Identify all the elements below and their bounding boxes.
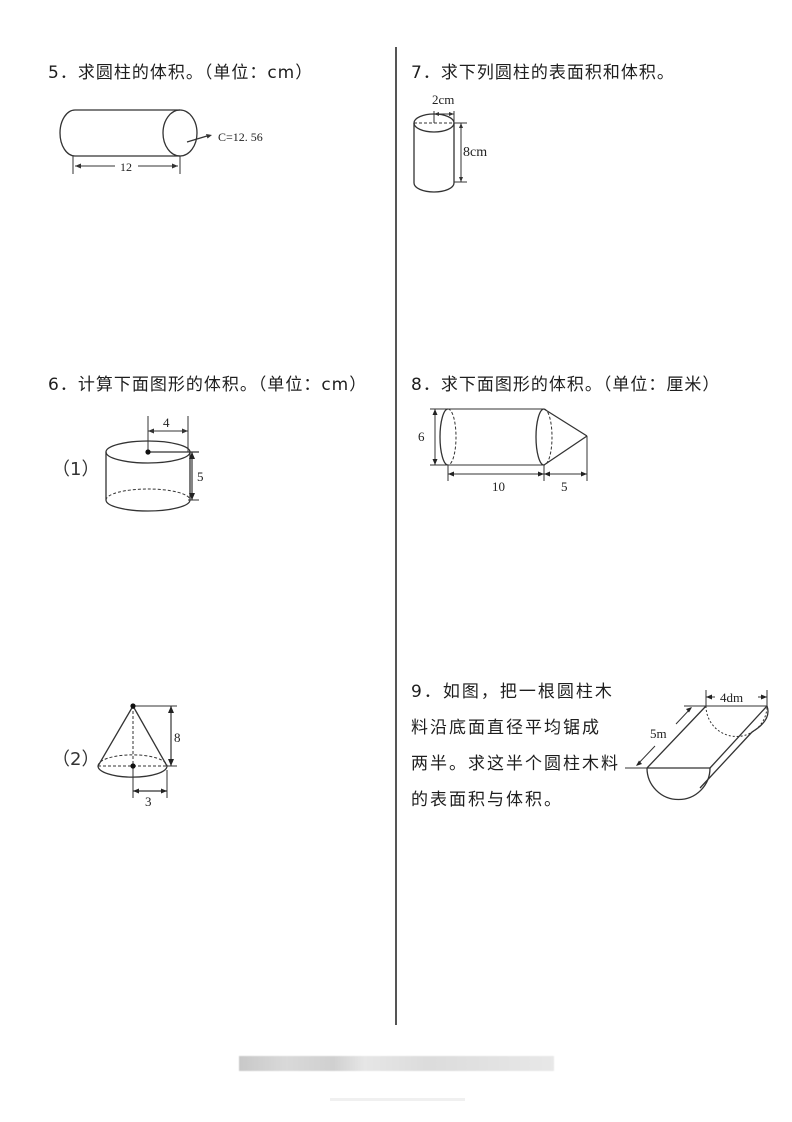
q6-part2-label: （2） <box>52 749 100 770</box>
q5-length-label: 12 <box>120 160 132 174</box>
q6-part1-height-label: 5 <box>197 469 204 484</box>
footer-watermark-blurred <box>239 1056 554 1071</box>
q9-diameter-label: 4dm <box>720 690 743 705</box>
column-divider <box>395 47 397 1025</box>
q6-part1-radius-label: 4 <box>163 415 170 430</box>
q8-diameter-label: 6 <box>418 429 425 444</box>
q6-part2-cone-figure: 8 3 <box>97 703 181 809</box>
q8-cylinder-length-label: 10 <box>492 479 505 494</box>
q7-title: 7．求下列圆柱的表面积和体积。 <box>411 63 675 83</box>
q5-cylinder-figure: 12 C=12. 56 <box>59 109 263 174</box>
q8-cylinder-cone-figure: 6 10 5 <box>418 408 588 494</box>
q9-length-label: 5m <box>650 726 667 741</box>
q9-line-1: 9．如图，把一根圆柱木 <box>411 682 614 702</box>
q6-part2-radius-label: 3 <box>145 794 152 809</box>
q5-title: 5．求圆柱的体积。（单位：cm） <box>48 63 314 83</box>
q9-line-2: 料沿底面直径平均锯成 <box>411 718 601 738</box>
q6-part1-cylinder-figure: 4 5 <box>105 415 204 512</box>
q8-title: 8．求下面图形的体积。（单位：厘米） <box>411 375 721 395</box>
q9-half-cylinder-figure: 4dm 5m <box>625 690 769 801</box>
q9-text: 9．如图，把一根圆柱木 料沿底面直径平均锯成 两半。求这半个圆柱木料 的表面积与… <box>411 674 620 818</box>
footer-watermark-line <box>330 1098 465 1101</box>
q7-radius-label: 2cm <box>432 92 454 107</box>
q9-line-3: 两半。求这半个圆柱木料 <box>411 754 620 774</box>
q6-part1-label: （1） <box>52 459 100 480</box>
q9-line-4: 的表面积与体积。 <box>411 790 563 810</box>
q7-cylinder-figure: 2cm 8cm <box>413 92 487 193</box>
q6-title: 6．计算下面图形的体积。（单位：cm） <box>48 375 368 395</box>
q6-part2-height-label: 8 <box>174 730 181 745</box>
q7-height-label: 8cm <box>463 145 487 160</box>
q5-circumference-label: C=12. 56 <box>218 130 263 144</box>
q8-cone-length-label: 5 <box>561 479 568 494</box>
